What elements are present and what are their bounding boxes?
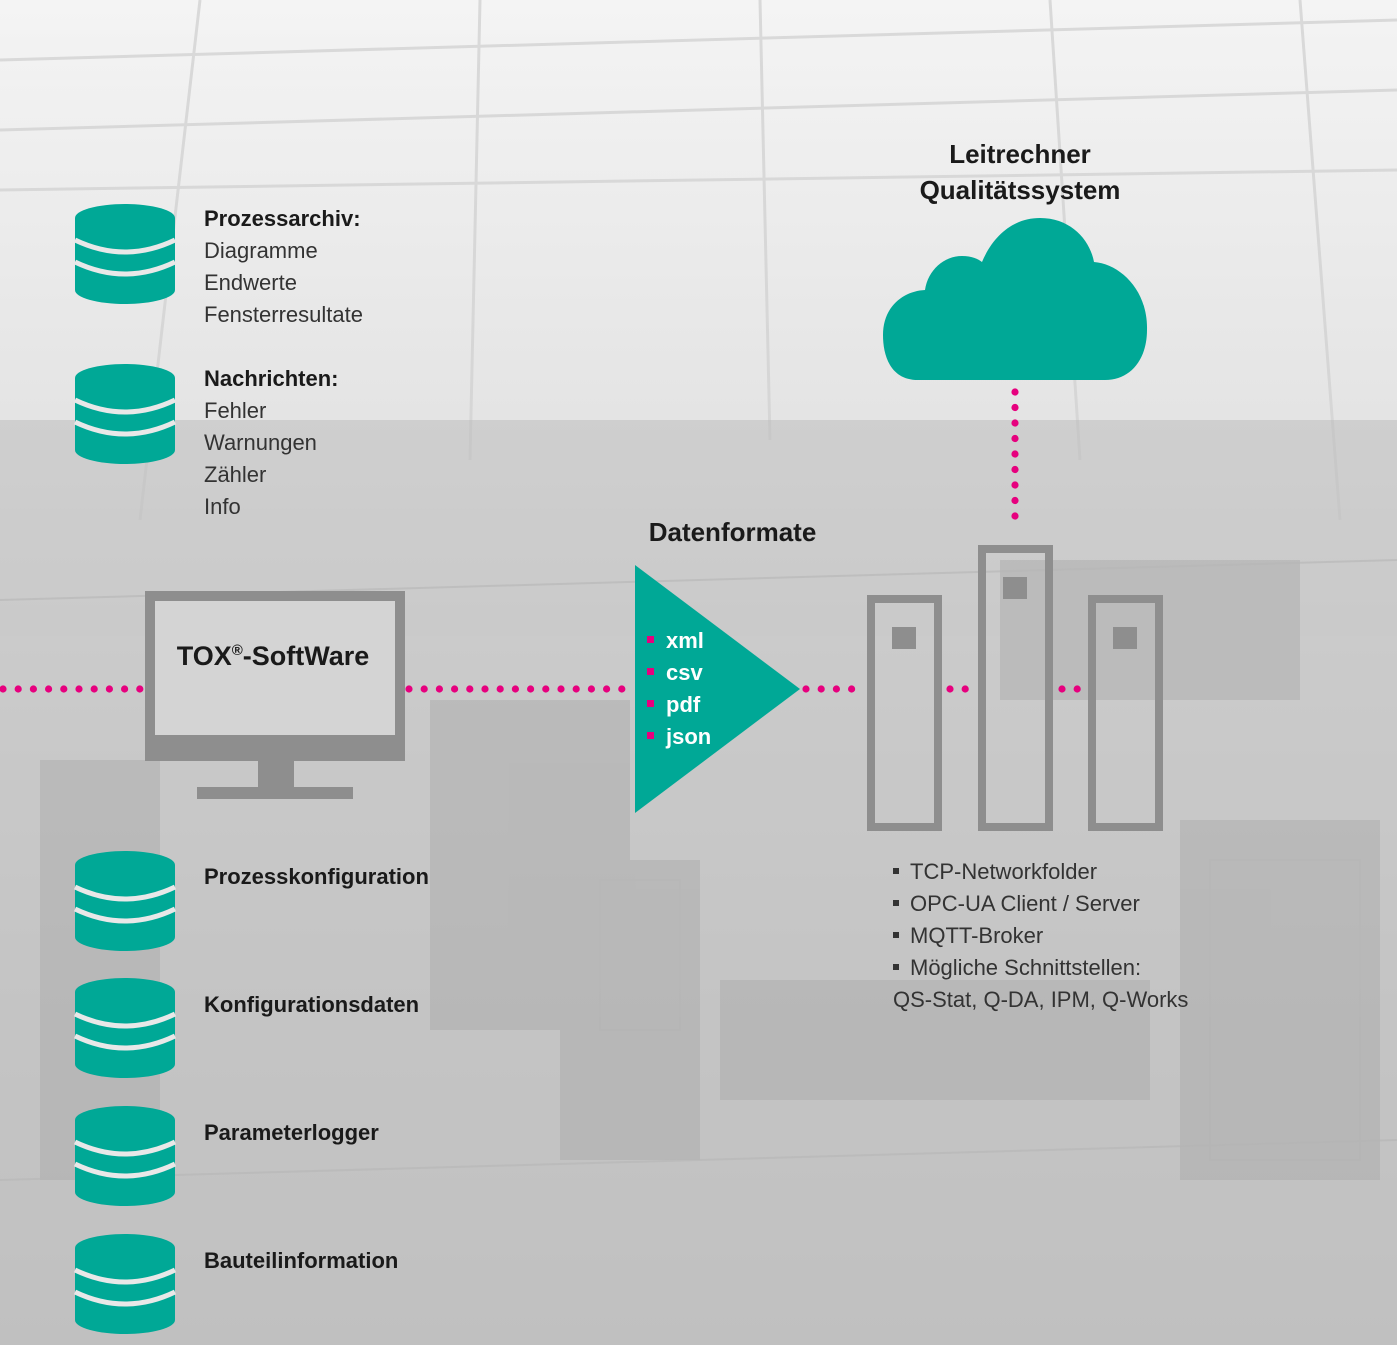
format-item: json (647, 721, 711, 753)
connection-dot (946, 685, 954, 693)
interface-list: TCP-Networkfolder OPC-UA Client / Server… (893, 856, 1188, 1016)
connection-dot (435, 685, 443, 693)
connection-dot (832, 685, 841, 693)
database-icon-messages (75, 364, 175, 464)
host-title: Leitrechner Qualitätssystem (919, 139, 1121, 205)
connection-dot (1073, 685, 1081, 693)
connection-dot (121, 685, 129, 693)
connection-dot (572, 685, 580, 693)
format-item: pdf (647, 689, 711, 721)
connection-dot (961, 685, 969, 693)
server-icon-center (978, 545, 1053, 831)
connection-dot (802, 685, 810, 693)
connection-dot (557, 685, 565, 693)
connection-dot (75, 685, 83, 693)
connection-dot (14, 685, 22, 693)
connection-dot (0, 685, 7, 693)
archive-item: Endwerte (204, 270, 297, 295)
server-icon-right (1088, 595, 1163, 831)
connection-dot (527, 685, 535, 693)
db-label-prozesskonfiguration: Prozesskonfiguration (204, 864, 429, 889)
db-label-konfigurationsdaten: Konfigurationsdaten (204, 992, 420, 1017)
connection-dot (466, 685, 474, 693)
interface-item: TCP-Networkfolder (893, 856, 1188, 888)
db-label-parameterlogger: Parameterlogger (204, 1120, 379, 1145)
cloud-icon (883, 218, 1148, 380)
connection-dot (481, 685, 489, 693)
connection-dot (1011, 403, 1019, 412)
connection-dot (136, 685, 144, 693)
connection-dot (1011, 450, 1019, 458)
software-label: TOX®-SoftWare (176, 641, 370, 671)
connection-dot (542, 685, 550, 693)
connection-dot (618, 685, 626, 693)
messages-item: Zähler (204, 462, 267, 487)
database-icon-bauteilinformation (75, 1234, 175, 1334)
connection-dot (90, 685, 98, 693)
formats-title: Datenformate (648, 517, 817, 547)
messages-heading: Nachrichten: (204, 366, 339, 391)
database-icon-archive (75, 204, 175, 304)
connection-dot (587, 685, 596, 693)
messages-item: Info (204, 494, 241, 519)
connection-dot (1011, 496, 1019, 505)
connection-dot (511, 685, 519, 693)
format-item: csv (647, 657, 711, 689)
connection-dot (405, 685, 413, 693)
interface-item-continuation: QS-Stat, Q-DA, IPM, Q-Works (893, 987, 1189, 1012)
messages-item: Warnungen (204, 430, 317, 455)
connection-dot (420, 685, 428, 693)
db-label-bauteilinformation: Bauteilinformation (204, 1248, 399, 1273)
connection-dot (60, 685, 68, 693)
connection-dot (1058, 685, 1066, 693)
format-list: xml csv pdf json (647, 625, 711, 753)
connection-dot (1011, 465, 1019, 474)
archive-heading: Prozessarchiv: (204, 206, 361, 231)
database-icon-konfigurationsdaten (75, 978, 175, 1078)
archive-item: Fensterresultate (204, 302, 363, 327)
connection-dot (1011, 512, 1019, 520)
connection-dot (1011, 388, 1019, 396)
database-icon-parameterlogger (75, 1106, 175, 1206)
interface-item: MQTT-Broker (893, 920, 1188, 952)
archive-group: Prozessarchiv: Diagramme Endwerte Fenste… (204, 203, 363, 331)
monitor-icon (145, 591, 405, 799)
connection-dot (1011, 481, 1019, 489)
format-item: xml (647, 625, 711, 657)
connection-dot (848, 685, 856, 693)
interface-item: Mögliche Schnittstellen: (893, 952, 1188, 984)
database-icon-prozesskonfiguration (75, 851, 175, 951)
messages-item: Fehler (204, 398, 267, 423)
server-icon-left (867, 595, 942, 831)
connection-dot (817, 685, 825, 693)
connection-dot (496, 685, 504, 693)
data-format-arrow (635, 565, 800, 813)
messages-group: Nachrichten: Fehler Warnungen Zähler Inf… (204, 363, 338, 523)
connection-dot (105, 685, 113, 693)
connection-dot (29, 685, 37, 693)
connection-dots (0, 388, 1081, 693)
connection-dot (45, 685, 53, 693)
connection-dot (1011, 419, 1019, 427)
archive-item: Diagramme (204, 238, 318, 263)
interface-item: OPC-UA Client / Server (893, 888, 1188, 920)
connection-dot (1011, 434, 1019, 443)
connection-dot (451, 685, 459, 693)
connection-dot (603, 685, 611, 693)
